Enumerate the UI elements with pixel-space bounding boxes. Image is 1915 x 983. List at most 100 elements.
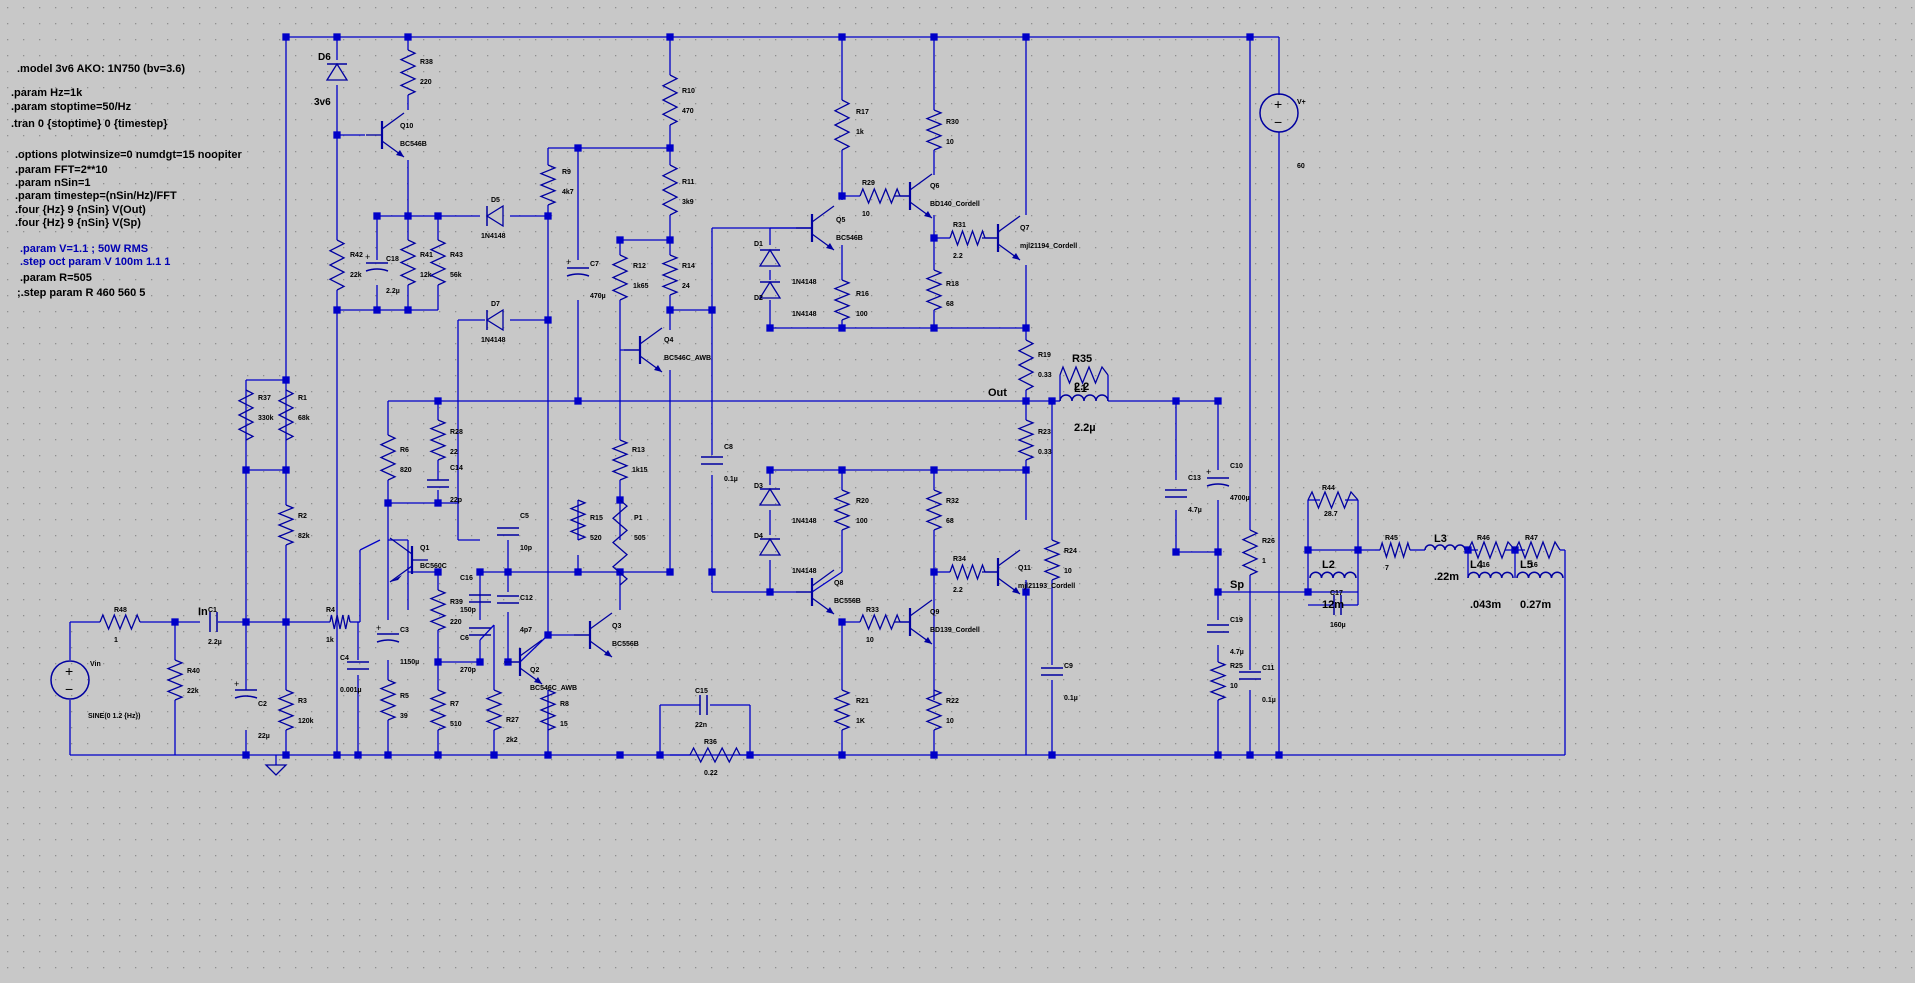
inductor-l4[interactable]: L4.043m xyxy=(1467,559,1514,611)
inductor-l5[interactable]: L50.27m xyxy=(1516,559,1564,611)
junction-node xyxy=(1214,397,1222,405)
capacitor-c8[interactable]: C80.1µ xyxy=(701,444,738,483)
inductor-l3[interactable]: L3.22m xyxy=(1424,533,1466,583)
transistor-model-q3: BC556B xyxy=(612,641,639,648)
source-vplus[interactable]: +−V+60 xyxy=(1259,93,1306,170)
capacitor-c1[interactable]: C12.2µ xyxy=(208,607,222,646)
capacitor-c4[interactable]: C40.001µ xyxy=(340,655,369,694)
resistor-zigzag xyxy=(539,689,557,731)
capacitor-c9[interactable]: C90.1µ xyxy=(1041,663,1078,702)
junction-node xyxy=(766,588,774,596)
resistor-zigzag xyxy=(925,109,943,151)
junction-node xyxy=(354,751,362,759)
inductor-l1[interactable]: L12.2µ xyxy=(1059,383,1109,434)
